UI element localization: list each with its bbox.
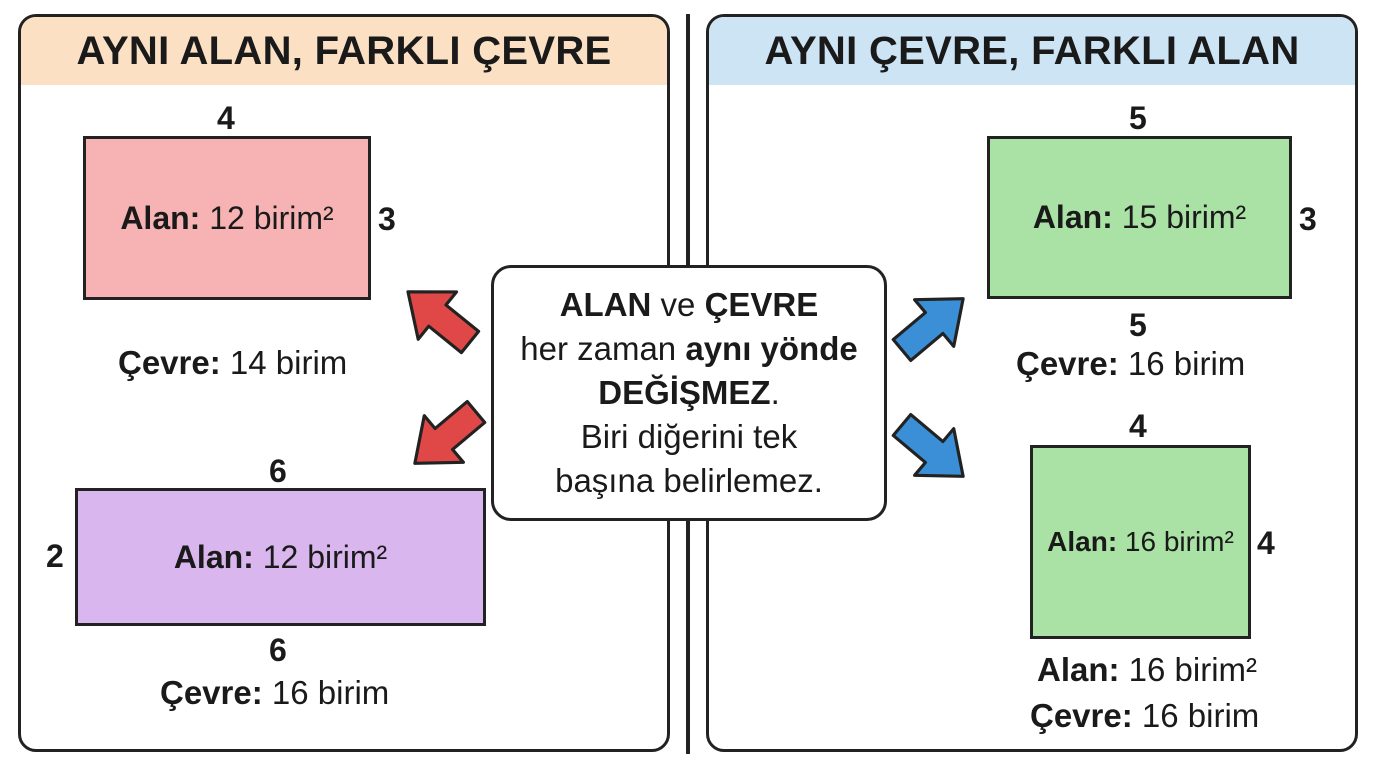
arrow-left-down-icon — [393, 387, 498, 489]
right-rect1-perimeter-label: Çevre: — [1016, 345, 1119, 382]
center-note-line1: ALAN ve ÇEVRE — [560, 283, 819, 327]
center-note-line3: DEĞİŞMEZ. — [598, 371, 780, 415]
right-rect1-right-side: 3 — [1299, 201, 1317, 237]
center-note-ayni-yonde: aynı yönde — [685, 330, 858, 367]
center-note-ve: ve — [651, 286, 705, 323]
arrow-right-up-icon — [880, 273, 985, 375]
right-rect2-area-label: Alan: — [1047, 526, 1118, 557]
center-note-line4: Biri diğerini tek — [580, 418, 798, 455]
left-rect1-right-side: 3 — [378, 201, 396, 237]
left-rect1-perimeter-value: 14 birim — [229, 344, 348, 381]
left-rect2-top-side: 6 — [269, 453, 287, 489]
right-rect2-top-side: 4 — [1129, 408, 1147, 444]
left-rect2-left-side: 2 — [46, 538, 64, 574]
right-rect1-perimeter: Çevre: 16 birim — [1016, 347, 1245, 380]
right-rect2-area-value: 16 birim² — [1124, 526, 1234, 557]
right-rect2-area-caption: Alan: 16 birim² — [1037, 653, 1257, 686]
left-rect1-area-value: 12 birim² — [209, 199, 334, 236]
right-rect2-caption-area-value: 16 birim² — [1128, 651, 1258, 688]
right-panel-title: AYNI ÇEVRE, FARKLI ALAN — [709, 17, 1355, 85]
arrow-left-up-icon — [387, 266, 491, 368]
arrow-right-down-icon — [880, 400, 985, 502]
center-note-alan: ALAN — [559, 286, 652, 323]
right-rect2-right-side: 4 — [1257, 525, 1275, 561]
right-rect1-area-label: Alan: — [1032, 199, 1113, 235]
right-rect2-perimeter-label: Çevre: — [1030, 697, 1133, 734]
left-rect1-perimeter-label: Çevre: — [118, 344, 221, 381]
left-rect2: Alan: 12 birim² — [75, 488, 486, 626]
left-rect2-area-value: 12 birim² — [262, 538, 388, 575]
left-rect1-area-label: Alan: — [120, 199, 201, 236]
left-rect2-perimeter: Çevre: 16 birim — [160, 676, 389, 709]
left-rect1-top-side: 4 — [217, 100, 235, 136]
center-note-line5: başına belirlemez. — [555, 462, 823, 499]
left-rect1: Alan: 12 birim² — [83, 136, 371, 300]
center-note-cevre: ÇEVRE — [704, 286, 819, 323]
left-rect2-perimeter-label: Çevre: — [160, 674, 263, 711]
right-rect2-perimeter-value: 16 birim — [1141, 697, 1260, 734]
right-rect2-caption-area-label: Alan: — [1037, 651, 1120, 688]
right-rect1-bottom-side: 5 — [1129, 307, 1147, 343]
left-panel-title: AYNI ALAN, FARKLI ÇEVRE — [21, 17, 667, 85]
center-note-degismez: DEĞİŞMEZ — [598, 374, 771, 411]
right-rect1-perimeter-value: 16 birim — [1127, 345, 1246, 382]
center-note-her-zaman: her zaman — [520, 330, 686, 367]
right-rect2-perimeter: Çevre: 16 birim — [1030, 699, 1259, 732]
left-rect1-perimeter: Çevre: 14 birim — [118, 346, 347, 379]
right-rect2: Alan: 16 birim² — [1030, 445, 1251, 639]
left-rect2-bottom-side: 6 — [269, 632, 287, 668]
center-note: ALAN ve ÇEVRE her zaman aynı yönde DEĞİŞ… — [491, 265, 887, 521]
right-rect1-top-side: 5 — [1129, 100, 1147, 136]
center-note-period: . — [770, 374, 780, 411]
left-rect2-area-label: Alan: — [173, 538, 254, 575]
center-note-line2: her zaman aynı yönde — [520, 327, 857, 371]
left-rect2-perimeter-value: 16 birim — [271, 674, 390, 711]
right-rect1: Alan: 15 birim² — [987, 136, 1292, 299]
right-rect1-area-value: 15 birim² — [1121, 199, 1247, 235]
